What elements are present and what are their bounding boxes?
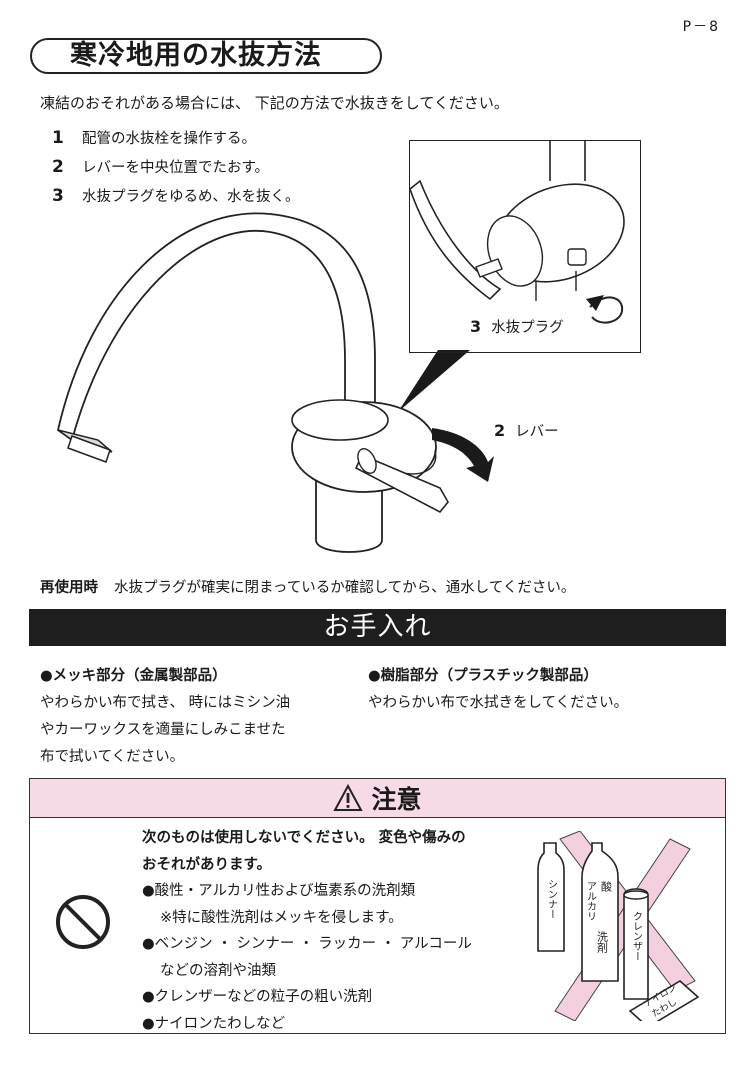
care-resin-heading: ●樹脂部分（プラスチック製部品） (368, 668, 598, 684)
step-number: 2 (52, 157, 64, 177)
step-number: 1 (52, 128, 64, 148)
product-label-thinner: シンナー (546, 879, 557, 919)
caution-item: などの溶剤や油類 (160, 962, 276, 979)
caution-item: ●酸性・アルカリ性および塩素系の洗剤類 (142, 883, 416, 899)
care-metal-line: 布で拭いてください。 (40, 749, 185, 765)
care-metal-line: やカーワックスを適量にしみこませた (40, 722, 286, 738)
step: 2 レバーを中央位置でたおす。 (52, 156, 300, 185)
caution-title: 注意 (371, 785, 422, 814)
product-label-acid: 酸 (600, 880, 613, 893)
lever-label-text: レバー (515, 424, 559, 440)
detail-label-text: 水抜プラグ (491, 320, 564, 336)
warning-triangle-icon (333, 784, 364, 811)
detail-box (409, 140, 641, 353)
reuse-text: 水抜プラグが確実に閉まっているか確認してから、通水してください。 (114, 580, 576, 596)
caution-header: 注意 (30, 779, 725, 818)
lever-label-number: 2 (494, 421, 506, 440)
step-text: レバーを中央位置でたおす。 (82, 160, 270, 176)
step-text: 水抜プラグをゆるめ、水を抜く。 (82, 189, 300, 205)
reuse-label: 再使用時 (40, 580, 98, 596)
care-metal-heading: ●メッキ部分（金属製部品） (40, 668, 227, 684)
detail-label: 3 水抜プラグ (470, 316, 564, 337)
caution-item: ●ナイロンたわしなど (142, 1015, 286, 1032)
reuse-note: 再使用時水抜プラグが確実に閉まっているか確認してから、通水してください。 (40, 576, 575, 597)
step: 3 水抜プラグをゆるめ、水を抜く。 (52, 185, 300, 214)
caution-box: 注意 次のものは使用しないでください。 変色や傷みの おそれがあります。 ●酸性… (29, 778, 726, 1034)
product-label-detergent: 洗剤 (596, 931, 609, 954)
care-metal-line: やわらかい布で拭き、 時にはミシン油 (40, 695, 291, 711)
caution-item: ●ベンジン ・ シンナー ・ ラッカー ・ アルコール (142, 936, 472, 952)
drain-plug-detail (409, 141, 625, 324)
care-title-bar: お手入れ (29, 609, 726, 646)
page-number: P－8 (682, 19, 720, 35)
care-metal: ●メッキ部分（金属製部品） やわらかい布で拭き、 時にはミシン油 やカーワックス… (40, 663, 340, 771)
caution-lead: 次のものは使用しないでください。 変色や傷みの (142, 830, 466, 846)
intro-text: 凍結のおそれがある場合には、 下記の方法で水抜きをしてください。 (40, 94, 509, 112)
step: 1 配管の水抜栓を操作する。 (52, 127, 300, 156)
prohibition-icon (56, 895, 110, 949)
section-title: 寒冷地用の水抜方法 (30, 38, 382, 74)
care-resin-line: やわらかい布で水拭きをしてください。 (368, 695, 629, 711)
steps-list: 1 配管の水抜栓を操作する。 2 レバーを中央位置でたおす。 3 水抜プラグをゆ… (52, 127, 300, 214)
step-number: 3 (52, 186, 64, 206)
product-label-alkali: アルカリ (585, 881, 597, 921)
prohibited-products-illustration: シンナー アルカリ 酸 洗剤 クレンザー ナイロン たわし (537, 831, 700, 1021)
caution-item: ●クレンザーなどの粒子の粗い洗剤 (142, 989, 373, 1005)
caution-lead: おそれがあります。 (142, 856, 272, 873)
product-label-cleanser: クレンザー (631, 911, 643, 961)
caution-item: ※特に酸性洗剤はメッキを侵します。 (160, 909, 403, 926)
step-text: 配管の水抜栓を操作する。 (82, 131, 256, 147)
caution-text: 次のものは使用しないでください。 変色や傷みの おそれがあります。 ●酸性・アル… (142, 825, 472, 1037)
lever-label: 2 レバー (494, 420, 559, 441)
detail-label-number: 3 (470, 317, 482, 336)
care-resin: ●樹脂部分（プラスチック製部品） やわらかい布で水拭きをしてください。 (368, 663, 708, 717)
